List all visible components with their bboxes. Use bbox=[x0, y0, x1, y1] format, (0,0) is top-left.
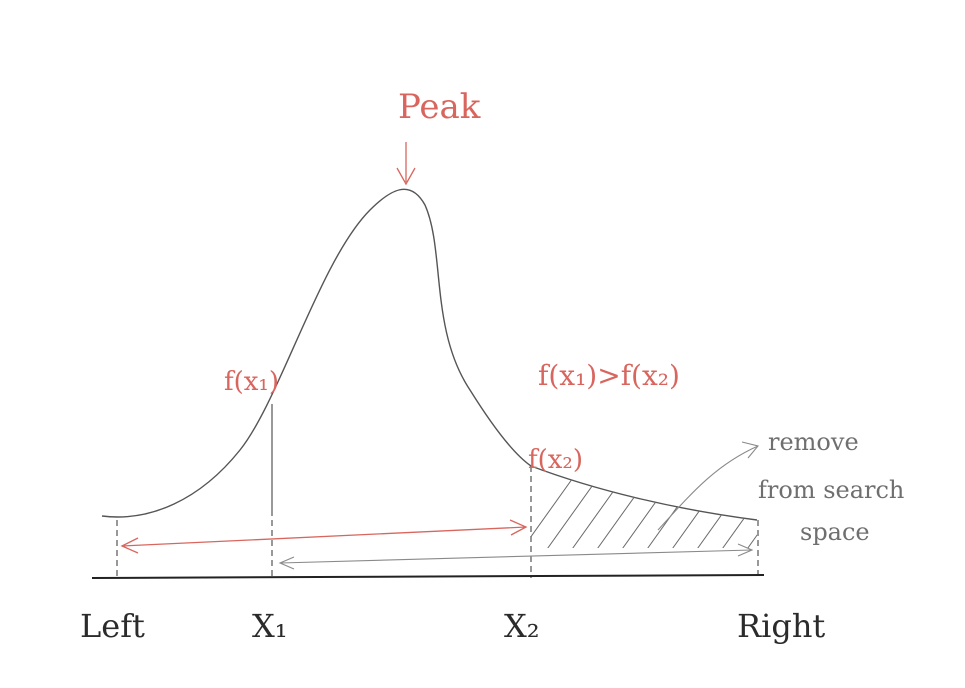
f-x2-label: f(x₂) bbox=[528, 445, 583, 475]
peak-label: Peak bbox=[398, 87, 481, 127]
note-arrow-icon bbox=[657, 441, 759, 531]
right-label: Right bbox=[737, 607, 825, 645]
note-line-2: from search bbox=[758, 476, 904, 504]
left-label: Left bbox=[80, 607, 145, 645]
f-x1-label: f(x₁) bbox=[224, 367, 279, 397]
peak-arrow-icon bbox=[396, 142, 416, 186]
left-to-x2-arrow-icon bbox=[120, 519, 528, 554]
function-curve bbox=[101, 188, 758, 521]
x1-to-right-arrow-icon bbox=[278, 543, 754, 570]
x1-label: X₁ bbox=[252, 607, 288, 645]
note-line-1: remove bbox=[768, 428, 859, 456]
x2-label: X₂ bbox=[504, 607, 540, 645]
comparison-label: f(x₁)>f(x₂) bbox=[538, 359, 680, 392]
note-line-3: space bbox=[800, 518, 870, 546]
x-axis bbox=[91, 574, 765, 579]
